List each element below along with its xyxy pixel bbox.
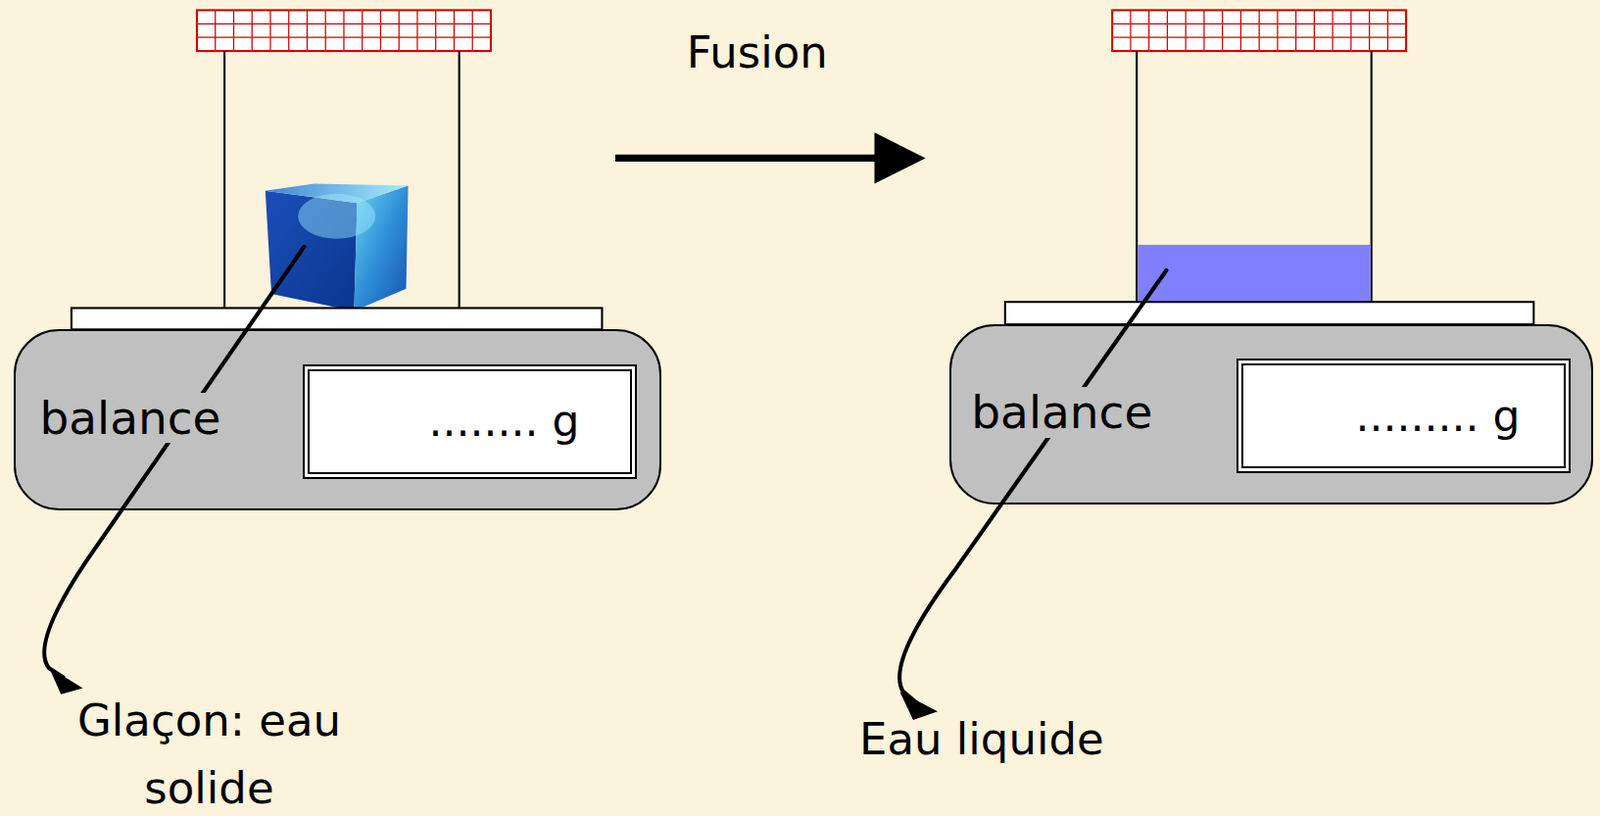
grid-lid [196,9,491,51]
process-label: Fusion [686,18,828,88]
material-label: Glaçon: eau solide [46,686,373,816]
leader-arrowhead [48,663,84,696]
process-arrow [615,132,926,184]
node-text: ........ g [360,397,581,445]
balance-display: ........ g [302,364,637,481]
material-label: Eau liquide [859,705,1105,775]
ice-cube [265,183,409,311]
balance-body: balance ........ g [13,329,662,510]
node-text: ......... g [1287,392,1521,440]
leader-line [44,246,304,678]
leader-line [899,270,1166,702]
balance-plate [1005,301,1534,325]
balance-plate [71,307,603,330]
node-text: balance [37,392,223,444]
balance-display: ......... g [1236,358,1571,474]
grid-lid [1112,9,1407,51]
balance-body: balance ......... g [949,324,1594,505]
node-text: balance [969,387,1155,438]
liquid-water [1137,244,1370,302]
